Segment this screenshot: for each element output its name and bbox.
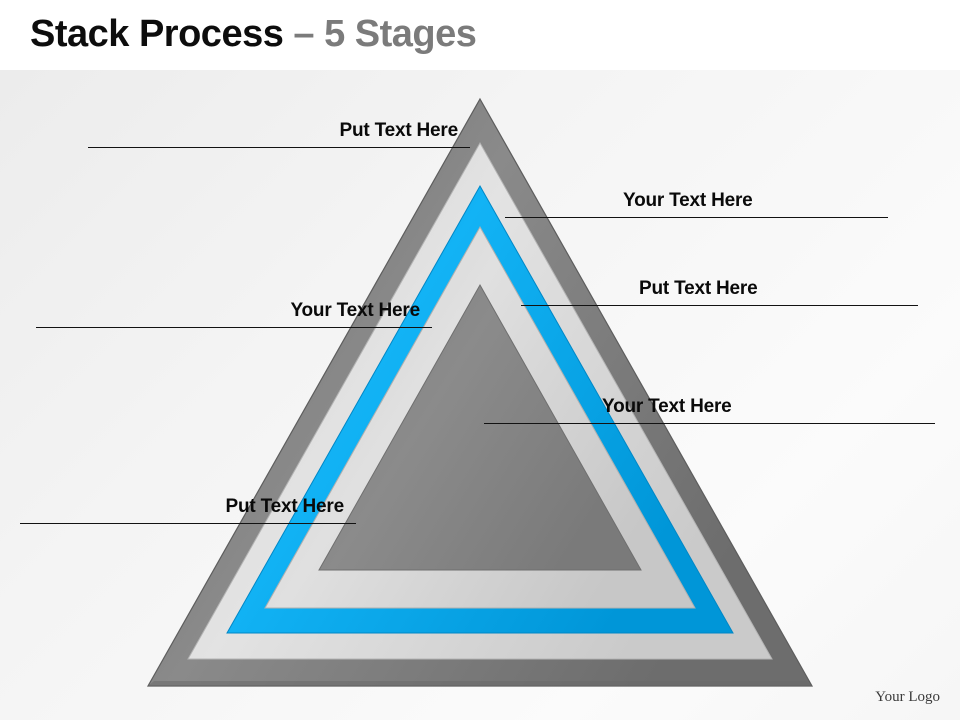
callout-6-label: Put Text Here — [225, 496, 345, 517]
callout-1-label: Put Text Here — [339, 120, 459, 141]
page-title-sub: – 5 Stages — [293, 13, 477, 55]
page-title: Stack Process – 5 Stages — [30, 12, 477, 56]
callout-5[interactable]: Your Text Here — [484, 388, 935, 424]
layer-core-gray[interactable] — [318, 283, 642, 571]
callout-5-label: Your Text Here — [602, 396, 732, 417]
callout-2-leader-line — [505, 217, 888, 218]
callout-2-label: Your Text Here — [623, 190, 753, 211]
callout-3[interactable]: Your Text Here — [36, 292, 432, 328]
callout-1[interactable]: Put Text Here — [88, 112, 470, 148]
callout-4[interactable]: Put Text Here — [521, 270, 918, 306]
callout-3-leader-line — [36, 327, 432, 328]
callout-4-label: Put Text Here — [639, 278, 758, 299]
callout-3-label: Your Text Here — [290, 300, 420, 321]
callout-4-leader-line — [521, 305, 918, 306]
page-title-main: Stack Process — [30, 13, 294, 55]
callout-2[interactable]: Your Text Here — [505, 182, 888, 218]
nested-pyramid-diagram — [146, 97, 814, 687]
callout-1-leader-line — [88, 147, 470, 148]
callout-6[interactable]: Put Text Here — [20, 488, 356, 524]
slide-header: Stack Process – 5 Stages — [0, 0, 960, 70]
callout-5-leader-line — [484, 423, 935, 424]
diagram-canvas: Put Text Here Your Text Here Your Text H… — [0, 70, 960, 720]
logo-placeholder: Your Logo — [875, 689, 940, 705]
callout-6-leader-line — [20, 523, 356, 524]
